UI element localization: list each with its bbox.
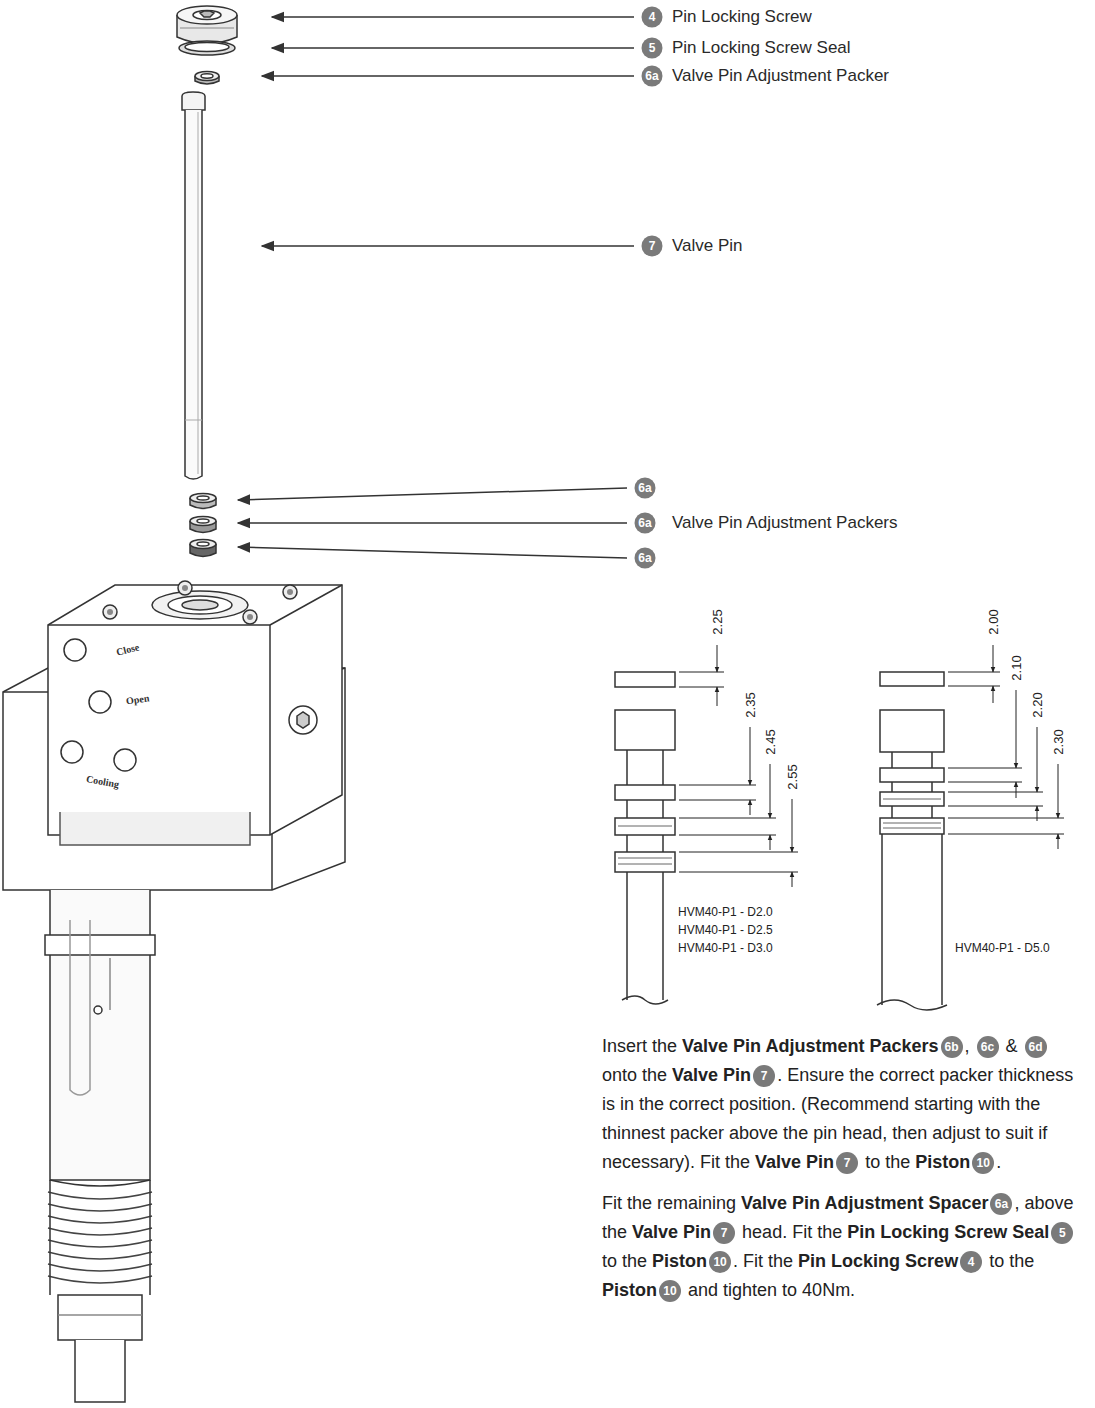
part-name: Pin Locking Screw Seal [672, 38, 851, 58]
part-name: Valve Pin [632, 1222, 711, 1242]
instruction-paragraph: Fit the remaining Valve Pin Adjustment S… [602, 1189, 1088, 1305]
callout-number: 6b [941, 1036, 963, 1058]
instruction-text: and tighten to 40Nm. [683, 1280, 855, 1300]
dimension: 2.30 [1051, 729, 1066, 754]
valve-pin [182, 92, 205, 479]
pin-locking-screw-seal [179, 41, 235, 55]
part-name: Valve Pin [755, 1152, 834, 1172]
instruction-text: to the [602, 1251, 652, 1271]
callout-number: 7 [713, 1222, 735, 1244]
callout-number: 7 [753, 1065, 775, 1087]
model-label: HVM40-P1 - D2.0 [678, 905, 773, 919]
callout-number: 6a [635, 513, 656, 534]
packer-detail-small [615, 672, 675, 1004]
callout-number: 10 [659, 1280, 681, 1302]
part-name: Piston [915, 1152, 970, 1172]
model-label: HVM40-P1 - D2.5 [678, 923, 773, 937]
callout-number: 7 [836, 1152, 858, 1174]
instruction-text: , [965, 1036, 975, 1056]
instruction-text: to the [860, 1152, 915, 1172]
callout-number: 5 [1051, 1222, 1073, 1244]
dimension: 2.00 [986, 609, 1001, 634]
callout-number: 6a [635, 478, 656, 499]
part-name: Piston [602, 1280, 657, 1300]
dimension-lines [679, 645, 1064, 887]
callout-number: 10 [972, 1152, 994, 1174]
instruction-text: . [996, 1152, 1001, 1172]
dimension: 2.25 [710, 609, 725, 634]
part-name: Valve Pin [672, 1065, 751, 1085]
instruction-text: Insert the Valve Pin Adjustment Packers6… [602, 1032, 1088, 1317]
model-label: HVM40-P1 - D3.0 [678, 941, 773, 955]
dimension: 2.45 [763, 729, 778, 754]
callout-number: 5 [642, 38, 663, 59]
callout-number: 6a [990, 1193, 1012, 1215]
dimension: 2.55 [785, 764, 800, 789]
part-name: Valve Pin Adjustment Spacer [741, 1193, 988, 1213]
nozzle-body [45, 890, 155, 1402]
part-name: Pin Locking Screw [672, 7, 812, 27]
callout-number: 6a [635, 548, 656, 569]
dimension: 2.10 [1009, 655, 1024, 680]
callout-number: 4 [642, 7, 663, 28]
dimension: 2.20 [1030, 692, 1045, 717]
part-name: Pin Locking Screw [798, 1251, 958, 1271]
actuator-block [48, 581, 342, 845]
instruction-text: to the [984, 1251, 1034, 1271]
part-name: Valve Pin Adjustment Packer [672, 66, 889, 86]
part-name: Valve Pin Adjustment Packers [672, 513, 898, 533]
leader-arrows [238, 17, 634, 558]
packer-detail-large [877, 672, 947, 1010]
part-name: Valve Pin [672, 236, 743, 256]
callout-number: 10 [709, 1251, 731, 1273]
dimension: 2.35 [743, 692, 758, 717]
instruction-text: onto the [602, 1065, 672, 1085]
model-label: HVM40-P1 - D5.0 [955, 941, 1050, 955]
instruction-text: . Fit the [733, 1251, 798, 1271]
instruction-text: head. Fit the [737, 1222, 847, 1242]
part-name: Piston [652, 1251, 707, 1271]
callout-number: 6a [642, 66, 663, 87]
callout-number: 6d [1025, 1036, 1047, 1058]
instruction-text: Fit the remaining [602, 1193, 741, 1213]
pin-locking-screw [177, 6, 237, 44]
adjustment-packers [190, 494, 216, 557]
callout-number: 7 [642, 236, 663, 257]
part-name: Pin Locking Screw Seal [847, 1222, 1049, 1242]
adjustment-packer [195, 72, 219, 85]
callout-number: 6c [977, 1036, 999, 1058]
part-name: Valve Pin Adjustment Packers [682, 1036, 938, 1056]
instruction-text: & [1001, 1036, 1023, 1056]
instruction-paragraph: Insert the Valve Pin Adjustment Packers6… [602, 1032, 1088, 1177]
instruction-text: Insert the [602, 1036, 682, 1056]
callout-number: 4 [960, 1251, 982, 1273]
